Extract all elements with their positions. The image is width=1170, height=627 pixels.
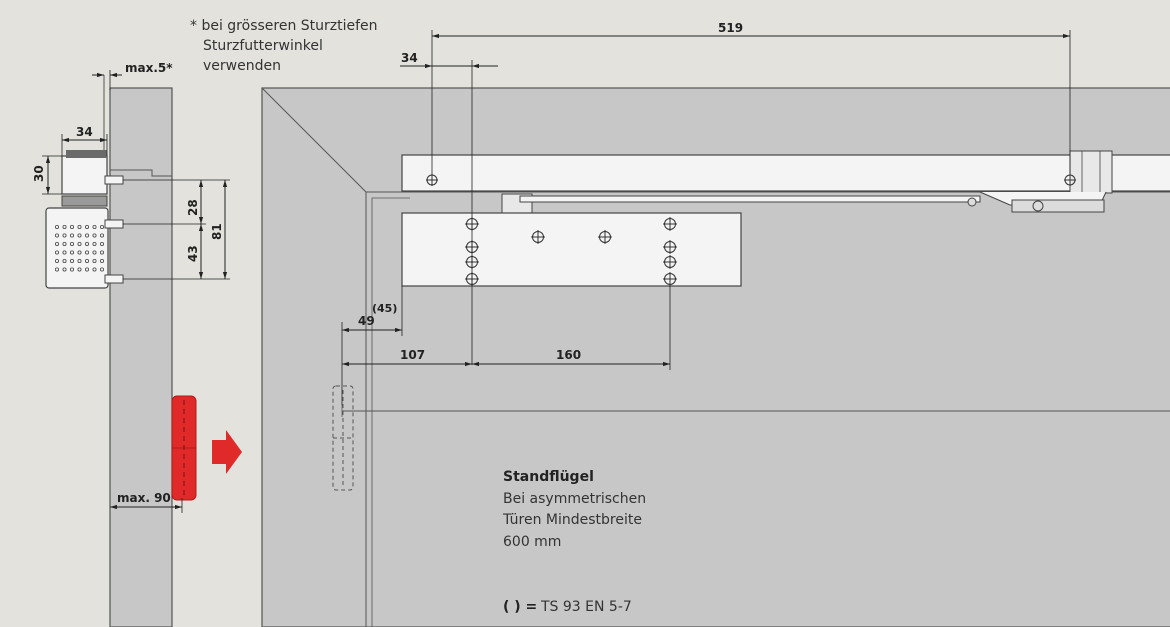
plate-dot [62,267,67,272]
plate-dot [100,250,105,255]
plate-dot [55,224,60,229]
plate-dot [62,233,67,238]
plate-dot [85,258,90,263]
plate-dot [55,267,60,272]
plate-dot [92,267,97,272]
plate-dot [92,224,97,229]
plate-dot [92,258,97,263]
plate-dot [92,241,97,246]
plate-dot [77,241,82,246]
plate-dot [77,250,82,255]
plate-dot [70,241,75,246]
dim-107: 107 [400,348,425,362]
fixing-hole [663,255,677,269]
plate-dot [77,233,82,238]
fixing-hole [531,230,545,244]
note-line-2: Sturzfutterwinkel [203,38,323,54]
dim-34-top: 34 [401,51,418,65]
plate-dot [85,224,90,229]
plate-dot [77,267,82,272]
dim-45: (45) [372,302,397,315]
plate-dot [70,258,75,263]
hinge-dashed-outline [332,385,354,491]
plate-dot [100,258,105,263]
frame-side-section [109,87,173,627]
note-line-1: * bei grösseren Sturztiefen [190,18,378,34]
dim-max90: max. 90 [117,491,171,505]
red-arrow-icon [212,430,242,474]
legend-symbol: ( ) = [503,599,537,615]
plate-dot [77,224,82,229]
dim-max5: max.5* [125,61,173,75]
plate-dot [62,258,67,263]
fixing-hole [663,217,677,231]
plate-dot [55,250,60,255]
plate-dot [100,224,105,229]
dim-28: 28 [186,199,200,216]
plate-dot [70,250,75,255]
plate-dot [55,233,60,238]
plate-dot [92,250,97,255]
fixing-hole [663,272,677,286]
fixing-hole [598,230,612,244]
plate-dot [85,233,90,238]
plate-dot [85,250,90,255]
plate-dot [55,241,60,246]
plate-dot [85,241,90,246]
standfluegel-line-3: 600 mm [503,534,561,550]
plate-dot [55,258,60,263]
dim-43: 43 [186,245,200,262]
standfluegel-line-2: Türen Mindestbreite [502,512,642,528]
dim-34-side: 34 [76,125,93,139]
note-line-3: verwenden [203,58,281,74]
plate-dot [92,233,97,238]
standfluegel-title: Standflügel [503,469,594,485]
plate-dot [70,224,75,229]
plate-dot [62,224,67,229]
plate-dot [85,267,90,272]
plate-dot [62,241,67,246]
plate-dot [100,233,105,238]
dim-81: 81 [210,223,224,240]
plate-dot [62,250,67,255]
guide-rail [401,150,1170,194]
dim-49: 49 [358,314,375,328]
dim-160: 160 [556,348,581,362]
dim-30: 30 [32,165,46,182]
plate-dot [100,241,105,246]
closer-arm [501,191,1107,217]
standfluegel-line-1: Bei asymmetrischen [503,491,646,507]
closer-body-front [401,212,742,287]
plate-dot [70,267,75,272]
legend-text: TS 93 EN 5-7 [540,599,632,615]
dim-519: 519 [718,21,743,35]
closer-side-view [45,150,124,289]
plate-dot [77,258,82,263]
plate-dot [70,233,75,238]
plate-dot [100,267,105,272]
fixing-hole [663,240,677,254]
hinge-red [171,395,197,501]
